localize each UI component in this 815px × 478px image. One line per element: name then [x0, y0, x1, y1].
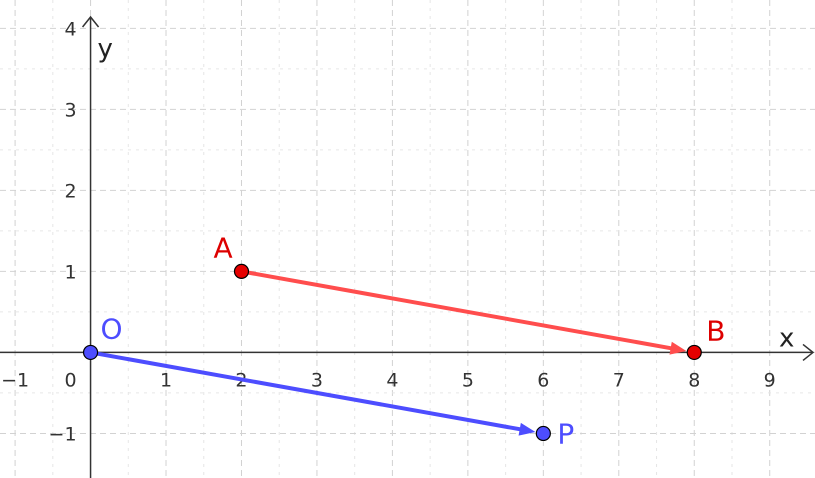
- x-tick-label: 6: [537, 369, 549, 391]
- x-tick-label: 1: [160, 369, 172, 391]
- vector-op: [88, 350, 536, 436]
- y-axis-label: y: [98, 34, 113, 64]
- x-axis-arrow: [802, 343, 815, 362]
- point-o-label: O: [101, 312, 123, 345]
- point-p[interactable]: [535, 425, 551, 442]
- point-a[interactable]: [233, 263, 250, 280]
- x-tick-label: 9: [764, 369, 776, 391]
- y-tick-label: 1: [64, 261, 76, 283]
- point-p-label: P: [557, 417, 574, 450]
- vector-op-arrowhead: [518, 422, 536, 436]
- x-tick-label: 0: [64, 369, 76, 391]
- point-b-label: B: [706, 314, 725, 347]
- point-a-label: A: [213, 231, 232, 264]
- y-tick-label: −1: [49, 423, 77, 445]
- vector-ab: [239, 269, 687, 355]
- y-tick-label: 2: [64, 180, 76, 202]
- x-tick-label: 7: [613, 369, 625, 391]
- x-tick-label: −1: [1, 369, 29, 391]
- vector-ab-arrowhead: [669, 341, 687, 355]
- vector-ab-line: [239, 269, 673, 351]
- vector-op-line: [88, 350, 522, 432]
- x-axis-label: x: [779, 323, 794, 353]
- x-tick-label: 3: [311, 369, 323, 391]
- point-o[interactable]: [82, 344, 99, 361]
- x-tick-label: 5: [462, 369, 474, 391]
- x-tick-label: 8: [688, 369, 700, 391]
- x-tick-label: 4: [386, 369, 398, 391]
- point-b[interactable]: [686, 344, 702, 361]
- y-axis-arrow: [81, 15, 100, 28]
- y-tick-label: 4: [64, 18, 76, 40]
- y-tick-label: 3: [64, 99, 76, 121]
